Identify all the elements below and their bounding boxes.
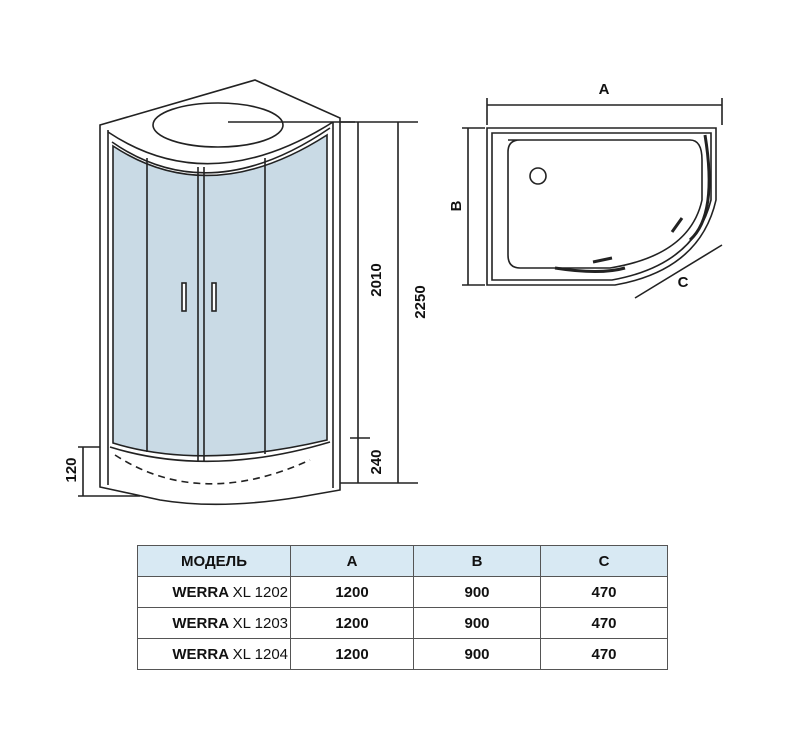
table-row: WERRA XL 1202 1200 900 470 (137, 576, 668, 608)
model-brand: WERRA (172, 614, 229, 632)
model-series: XL 1203 (232, 614, 288, 632)
model-brand: WERRA (172, 645, 229, 663)
cell-b: 900 (413, 638, 541, 670)
dim-label-b: B (448, 200, 465, 211)
cell-c: 470 (540, 576, 668, 608)
shower-cabin-diagram: 2010 240 2250 120 A B C (63, 79, 723, 506)
cell-a: 1200 (290, 638, 414, 670)
cell-a: 1200 (290, 607, 414, 639)
cell-c: 470 (540, 607, 668, 639)
model-cell: WERRA XL 1202 (137, 576, 291, 608)
cabin-elevation (99, 79, 355, 506)
dim-240: 240 (368, 449, 385, 474)
model-brand: WERRA (172, 583, 229, 601)
header-b: B (413, 545, 541, 577)
model-dimensions-table: МОДЕЛЬ A B C WERRA XL 1202 1200 900 470 … (137, 545, 668, 670)
header-a: A (290, 545, 414, 577)
dim-2250: 2250 (412, 285, 429, 318)
header-c: C (540, 545, 668, 577)
dim-label-a: A (599, 81, 610, 98)
cell-a: 1200 (290, 576, 414, 608)
table-row: WERRA XL 1203 1200 900 470 (137, 607, 668, 639)
cell-b: 900 (413, 576, 541, 608)
model-cell: WERRA XL 1204 (137, 638, 291, 670)
header-model: МОДЕЛЬ (137, 545, 291, 577)
table-header-row: МОДЕЛЬ A B C (137, 545, 668, 577)
tray-plan-view (462, 98, 723, 299)
dim-120: 120 (63, 457, 80, 482)
model-series: XL 1204 (232, 645, 288, 663)
model-series: XL 1202 (232, 583, 288, 601)
dim-label-c: C (678, 274, 689, 291)
dim-2010: 2010 (368, 263, 385, 296)
cell-b: 900 (413, 607, 541, 639)
cell-c: 470 (540, 638, 668, 670)
height-dimension-lines (78, 121, 418, 497)
model-cell: WERRA XL 1203 (137, 607, 291, 639)
table-row: WERRA XL 1204 1200 900 470 (137, 638, 668, 670)
